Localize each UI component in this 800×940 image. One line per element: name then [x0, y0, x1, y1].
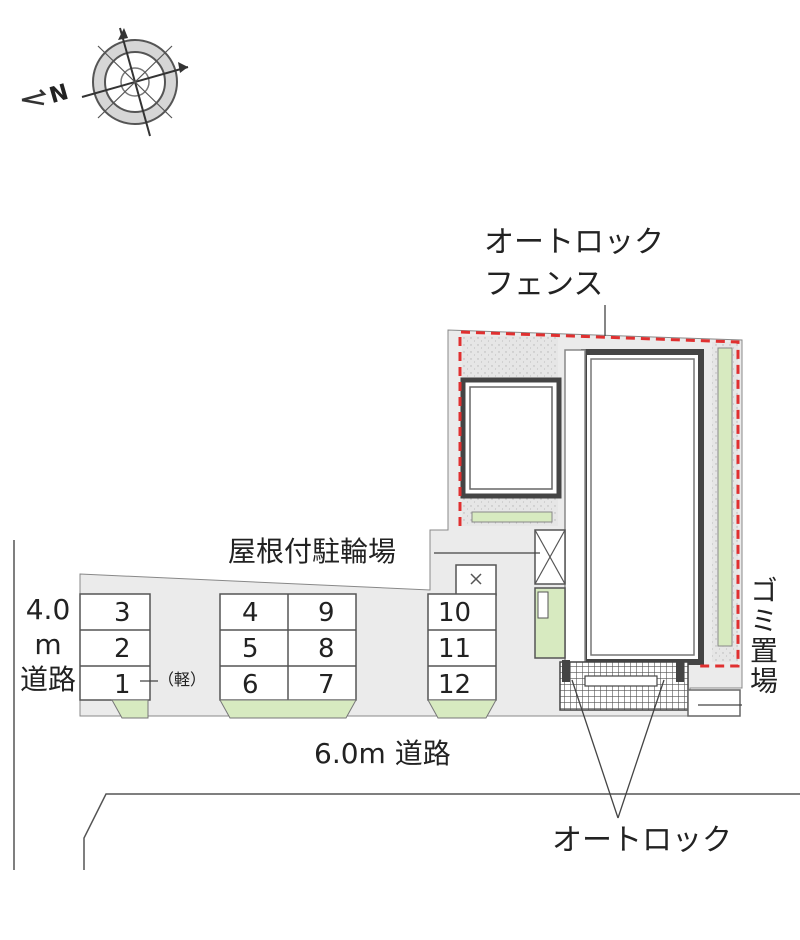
parking-space-number: 1 — [114, 670, 131, 700]
parking-space-number: 7 — [318, 670, 335, 700]
planting-strip — [717, 347, 733, 647]
side-road-label: 4.0m 道路 — [20, 593, 77, 696]
parking-space-number: 8 — [318, 634, 335, 664]
autolock-fence-label-line1: オートロック — [484, 225, 664, 260]
leader-line — [617, 679, 665, 819]
garbage-area — [687, 689, 741, 717]
leader-line — [571, 679, 619, 819]
garbage-area-label: ゴミ置場 — [746, 576, 779, 696]
parking-space-number: 10 — [438, 598, 472, 628]
parking-space-number: 6 — [242, 670, 259, 700]
kei-car-note: （軽） — [158, 670, 207, 689]
parking-space-number: 4 — [242, 598, 259, 628]
autolock-label: オートロック — [552, 823, 732, 858]
parking-space-number: 3 — [114, 598, 131, 628]
parking-group-c — [427, 593, 497, 719]
parking-group-a — [79, 593, 151, 719]
bicycle-parking-label: 屋根付駐輪場 — [228, 535, 397, 568]
autolock-fence — [458, 330, 740, 668]
parking-group-b — [219, 593, 357, 719]
parking-space-number: 2 — [114, 634, 131, 664]
entrance-area — [559, 661, 689, 711]
parking-space-number: 5 — [242, 634, 259, 664]
compass-icon — [21, 27, 189, 137]
planting-strip — [471, 511, 553, 523]
road-edge — [83, 793, 800, 870]
parking-space-number: 11 — [438, 634, 472, 664]
autolock-fence-label-line2: フェンス — [484, 267, 604, 302]
parking-space-number: 12 — [438, 670, 472, 700]
parking-space-number: 9 — [318, 598, 335, 628]
main-road-label: 6.0m 道路 — [314, 737, 451, 770]
